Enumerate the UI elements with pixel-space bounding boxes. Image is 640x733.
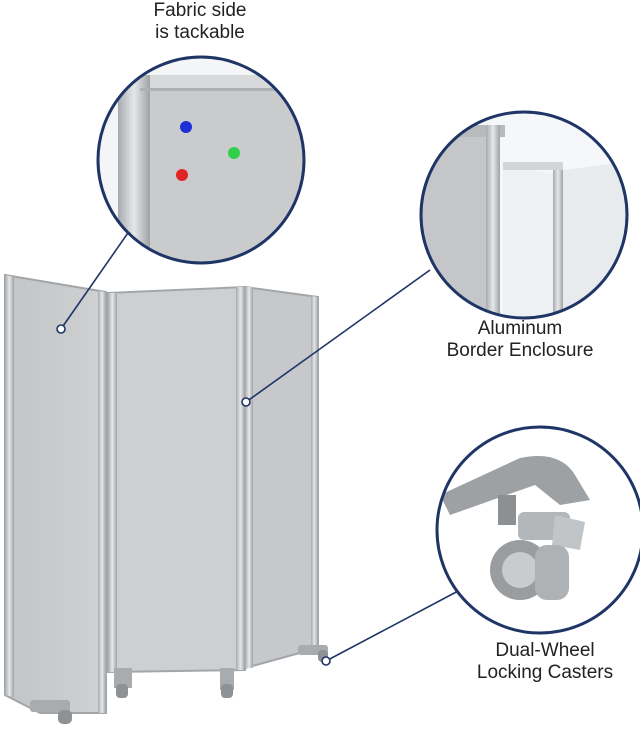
fabric-label-line1: Fabric side	[153, 0, 247, 21]
green-pin-icon	[228, 147, 240, 159]
callout-anchor-dots	[56, 324, 331, 666]
callout-leader-lines	[60, 229, 461, 662]
caster-closeup-callout	[435, 425, 640, 635]
aluminum-label-line2: Border Enclosure	[446, 340, 594, 361]
blue-pin-icon	[180, 121, 192, 133]
aluminum-label-line1: Aluminum	[477, 318, 563, 339]
fabric-label-line2: is tackable	[155, 22, 245, 43]
casters-callout-label: Dual-Wheel Locking Casters	[450, 640, 640, 684]
aluminum-callout-label: Aluminum Border Enclosure	[420, 318, 620, 362]
fabric-callout-label: Fabric side is tackable	[120, 0, 280, 44]
casters-label-line2: Locking Casters	[476, 662, 614, 683]
casters-label-line1: Dual-Wheel	[495, 640, 595, 661]
fabric-closeup-callout	[96, 55, 306, 265]
right-panel	[244, 285, 328, 670]
aluminum-border-closeup-callout	[419, 110, 629, 320]
left-panel	[4, 273, 107, 724]
middle-panel	[107, 285, 246, 698]
red-pin-icon	[176, 169, 188, 181]
